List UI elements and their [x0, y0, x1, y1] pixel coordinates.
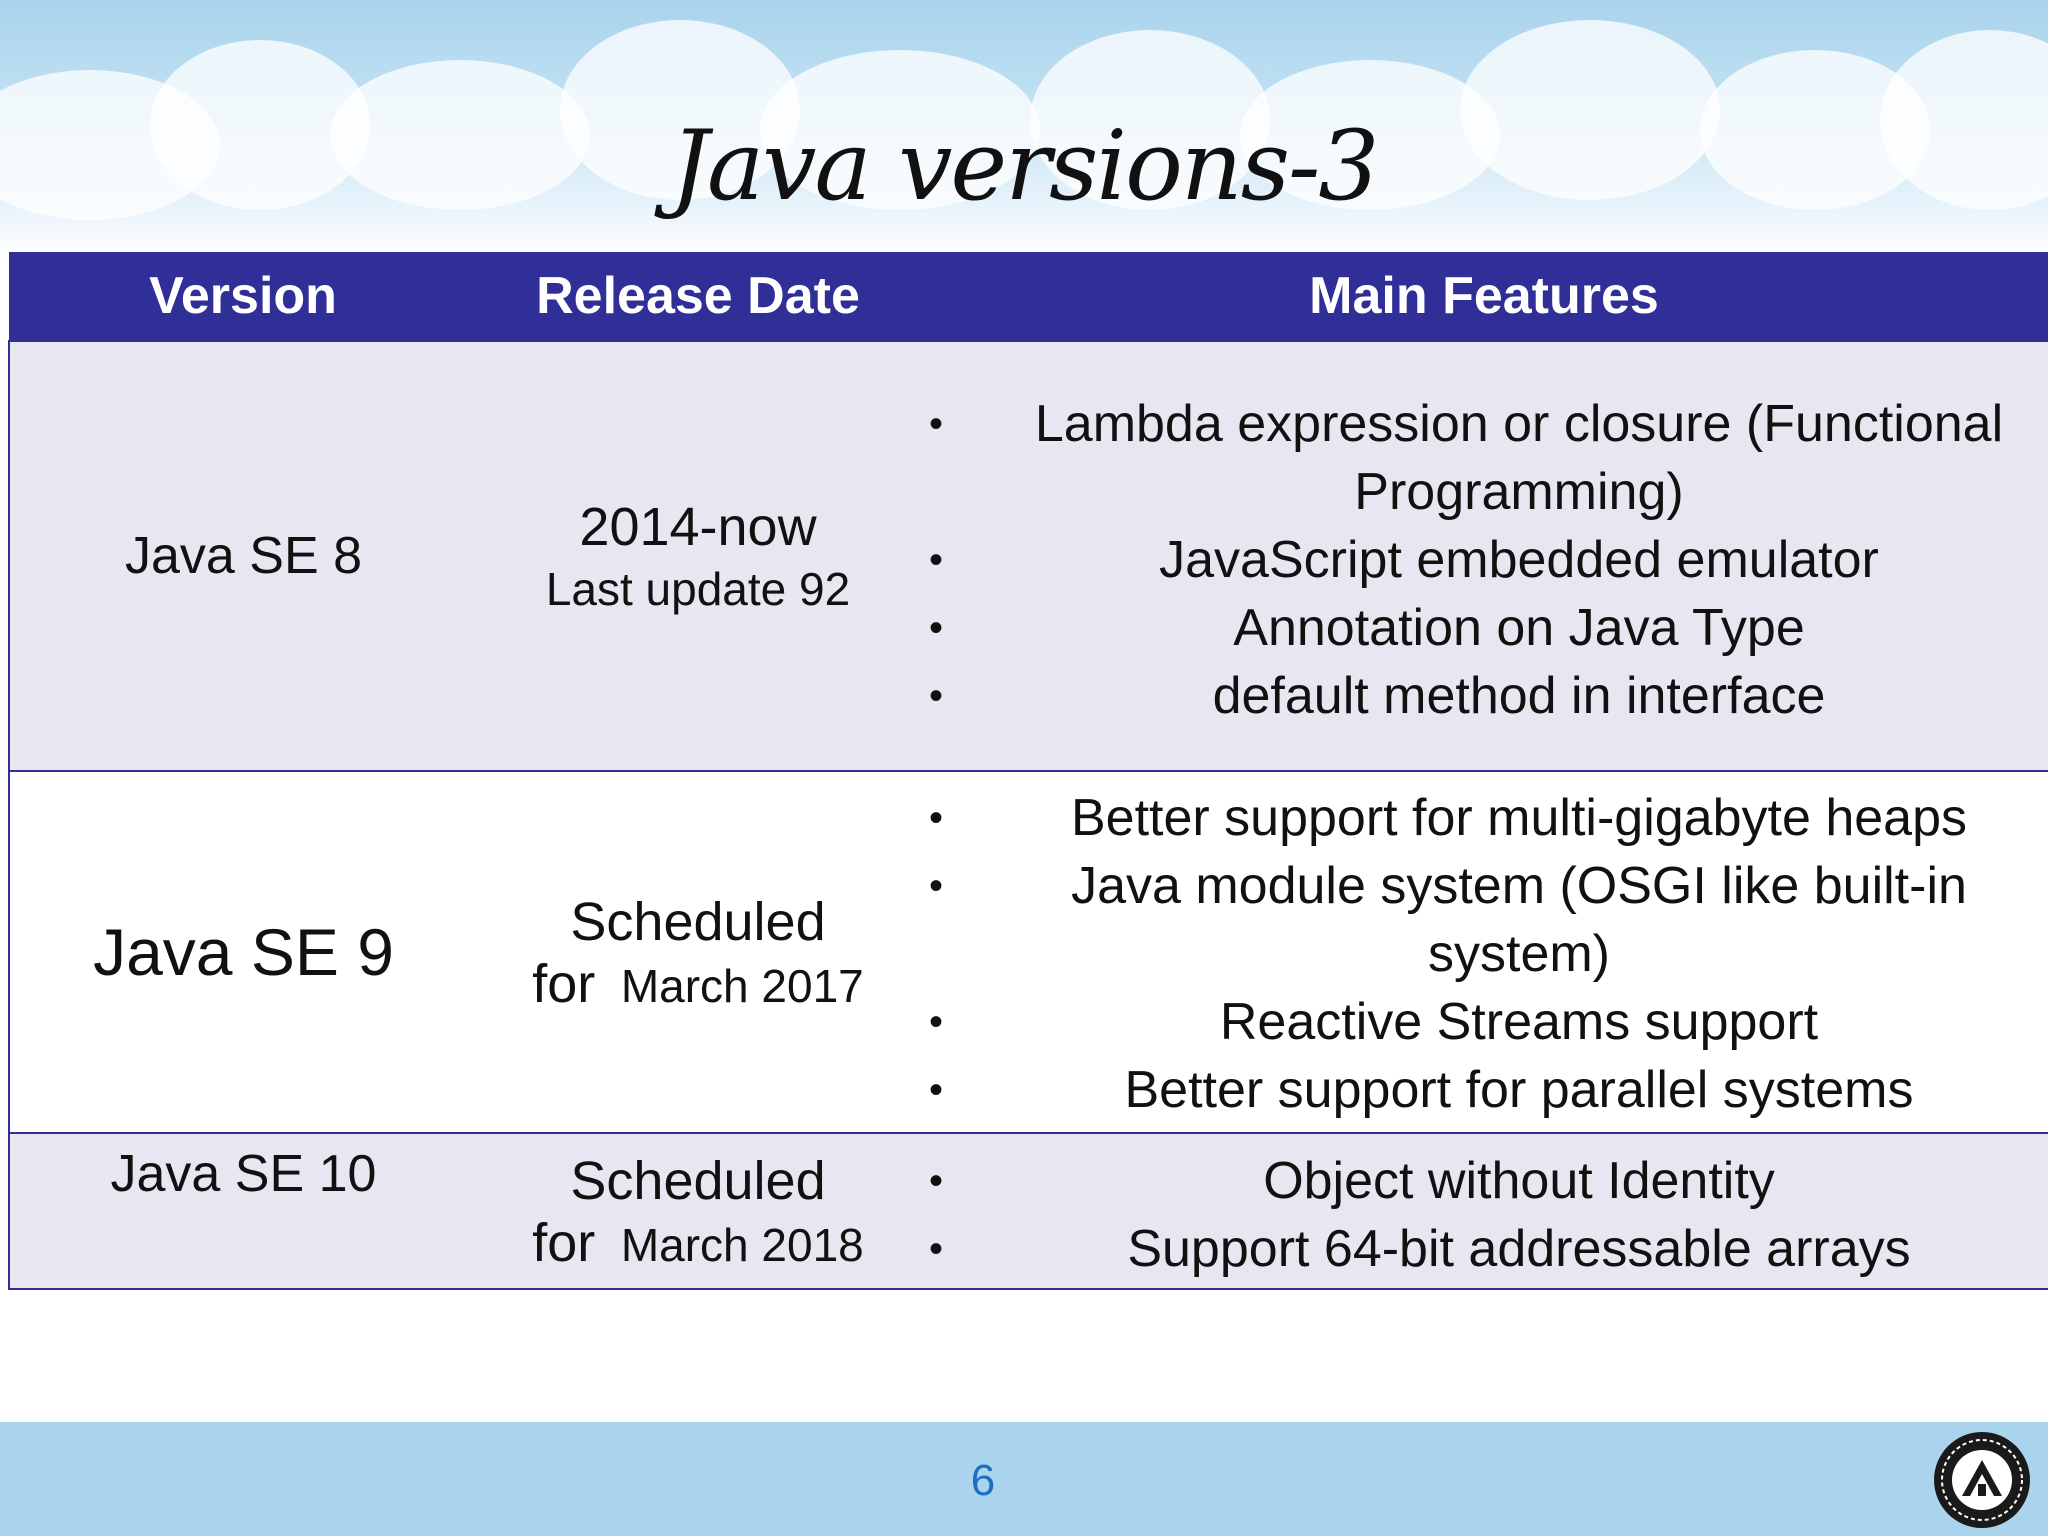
feature-item: Object without Identity — [929, 1147, 2048, 1215]
release-note: Last update 92 — [545, 563, 851, 615]
release-for: for — [532, 954, 596, 1014]
header-main-features: Main Features — [919, 252, 2048, 341]
university-seal-icon — [1934, 1432, 2030, 1528]
release-month: March 2017 — [620, 960, 864, 1012]
release-month-line: for March 2017 — [477, 955, 919, 1015]
release-date-cell: 2014-now Last update 92 — [477, 340, 919, 772]
release-date-cell: Scheduled for March 2017 — [477, 770, 919, 1134]
features-cell: Object without Identity Support 64-bit a… — [919, 1132, 2048, 1290]
footer-bar — [0, 1422, 2048, 1536]
feature-item: JavaScript embedded emulator — [929, 526, 2048, 594]
version-cell: Java SE 10 — [8, 1132, 477, 1290]
release-date-cell: Scheduled for March 2018 — [477, 1132, 919, 1290]
feature-item: Reactive Streams support — [929, 988, 2048, 1056]
release-month-line: for March 2018 — [477, 1214, 919, 1274]
feature-item: Annotation on Java Type — [929, 594, 2048, 662]
release-date: 2014-now — [579, 497, 817, 557]
header-release-date: Release Date — [477, 252, 919, 341]
feature-list: Lambda expression or closure (Functional… — [919, 390, 2048, 730]
table-header-row: Version Release Date Main Features — [9, 252, 2048, 341]
release-date: Scheduled — [570, 1151, 826, 1211]
version-label: Java SE 9 — [93, 915, 394, 989]
release-month: March 2018 — [620, 1219, 864, 1271]
feature-item: Java module system (OSGI like built-in s… — [929, 852, 2048, 988]
sky-background — [0, 0, 2048, 260]
header-version: Version — [9, 252, 477, 341]
release-for: for — [532, 1213, 596, 1273]
features-cell: Better support for multi-gigabyte heaps … — [919, 770, 2048, 1134]
feature-item: default method in interface — [929, 662, 2048, 730]
page-number: 6 — [970, 1456, 996, 1505]
feature-item: Lambda expression or closure (Functional… — [929, 390, 2048, 526]
table-row: Java SE 9 Scheduled for March 2017 Bette… — [8, 770, 2048, 1134]
version-label: Java SE 8 — [124, 527, 363, 585]
versions-table: Version Release Date Main Features Java … — [8, 252, 2048, 1290]
table-row: Java SE 10 Scheduled for March 2018 Obje… — [8, 1132, 2048, 1290]
version-cell: Java SE 8 — [8, 340, 477, 772]
table-row: Java SE 8 2014-now Last update 92 Lambda… — [8, 340, 2048, 772]
features-cell: Lambda expression or closure (Functional… — [919, 340, 2048, 772]
slide-title: Java versions-3 — [670, 110, 1379, 222]
feature-list: Better support for multi-gigabyte heaps … — [919, 784, 2048, 1124]
version-cell: Java SE 9 — [8, 770, 477, 1134]
feature-list: Object without Identity Support 64-bit a… — [919, 1147, 2048, 1283]
version-label: Java SE 10 — [110, 1145, 377, 1203]
feature-item: Support 64-bit addressable arrays — [929, 1215, 2048, 1283]
release-date: Scheduled — [570, 892, 826, 952]
feature-item: Better support for multi-gigabyte heaps — [929, 784, 2048, 852]
feature-item: Better support for parallel systems — [929, 1056, 2048, 1124]
